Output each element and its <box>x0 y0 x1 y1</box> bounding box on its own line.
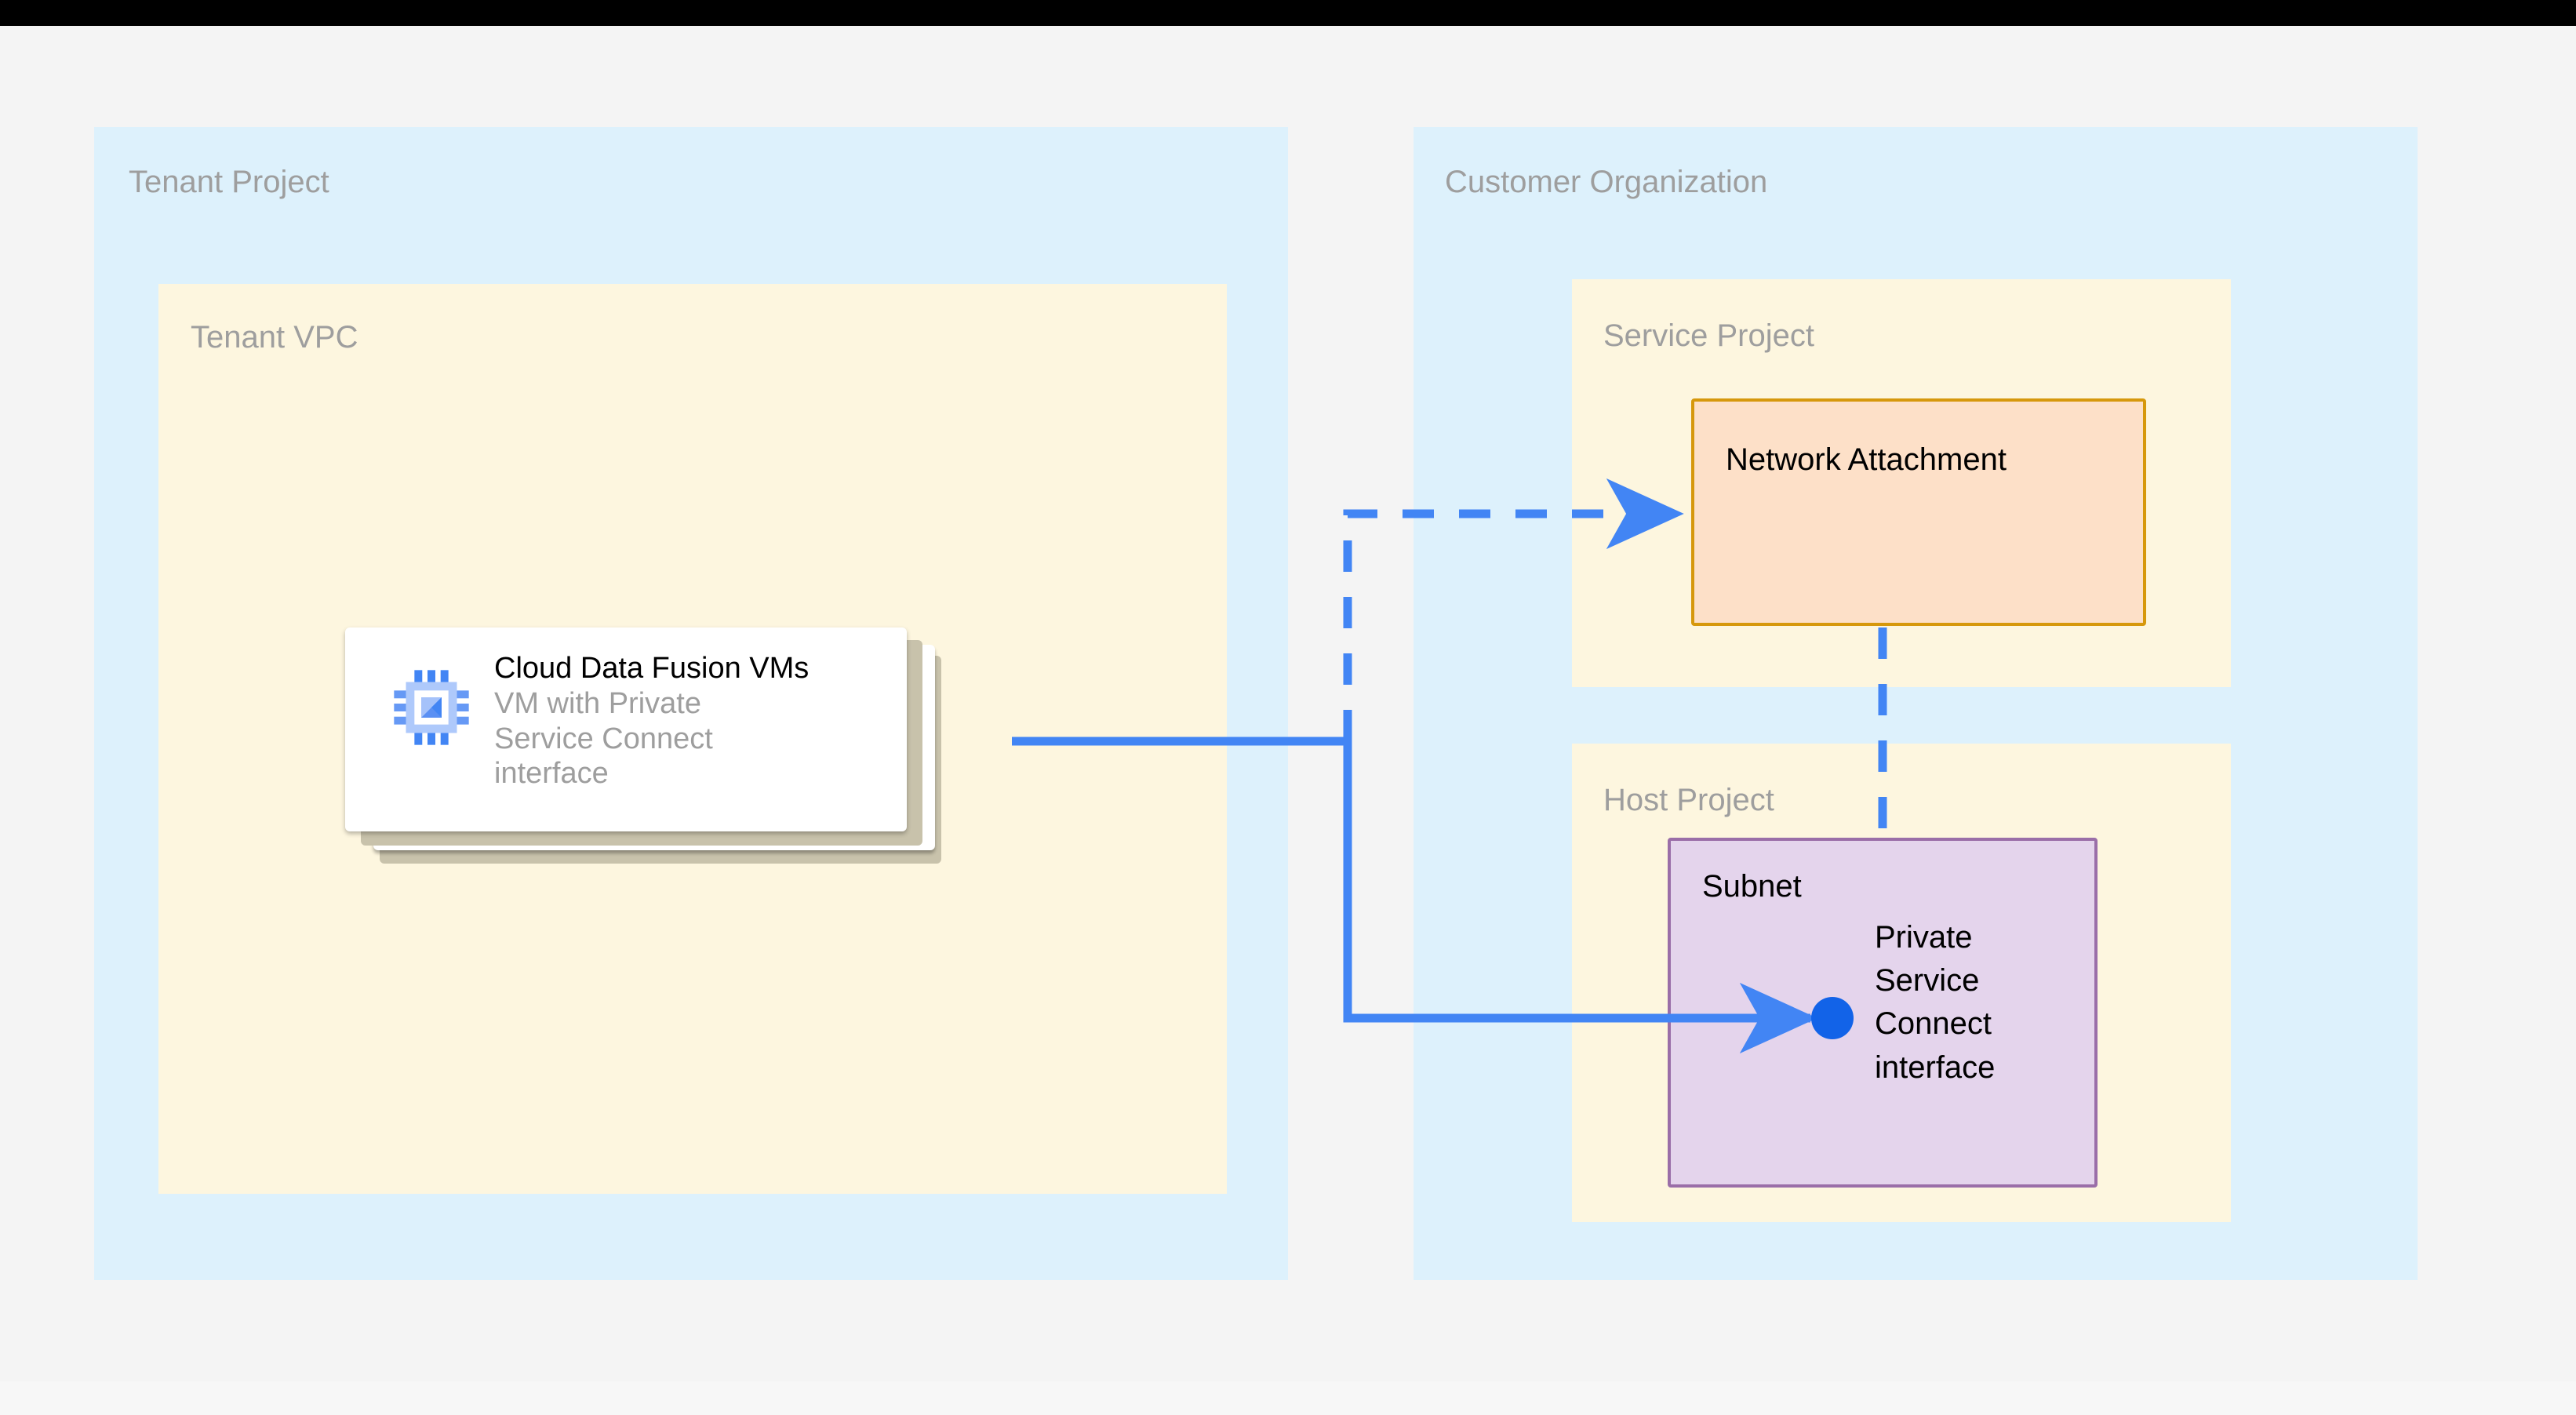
subnet-label: Subnet <box>1702 869 1802 904</box>
cpu-chip-icon <box>391 667 472 748</box>
top-black-bar <box>0 0 2576 26</box>
group-tenant-project-label: Tenant Project <box>129 165 329 199</box>
panel-host-project-label: Host Project <box>1603 783 1774 817</box>
vm-card-stack[interactable]: Cloud Data Fusion VMs VM with Private Se… <box>345 627 1028 864</box>
panel-service-project-label: Service Project <box>1603 318 1814 353</box>
vm-card-subtitle: VM with Private Service Connect interfac… <box>494 686 713 791</box>
node-network-attachment[interactable]: Network Attachment <box>1691 398 2146 626</box>
node-subnet[interactable]: Subnet Private Service Connect interface <box>1668 838 2098 1188</box>
panel-tenant-vpc-label: Tenant VPC <box>191 320 358 355</box>
network-attachment-label: Network Attachment <box>1726 442 2007 477</box>
psc-interface-label: Private Service Connect interface <box>1875 920 1996 1085</box>
group-customer-organization-label: Customer Organization <box>1445 165 1768 199</box>
bottom-band <box>0 1381 2576 1415</box>
vm-card-title: Cloud Data Fusion VMs <box>494 652 810 685</box>
vm-card[interactable]: Cloud Data Fusion VMs VM with Private Se… <box>345 627 907 831</box>
vm-card-text: Cloud Data Fusion VMs VM with Private Se… <box>494 651 810 791</box>
